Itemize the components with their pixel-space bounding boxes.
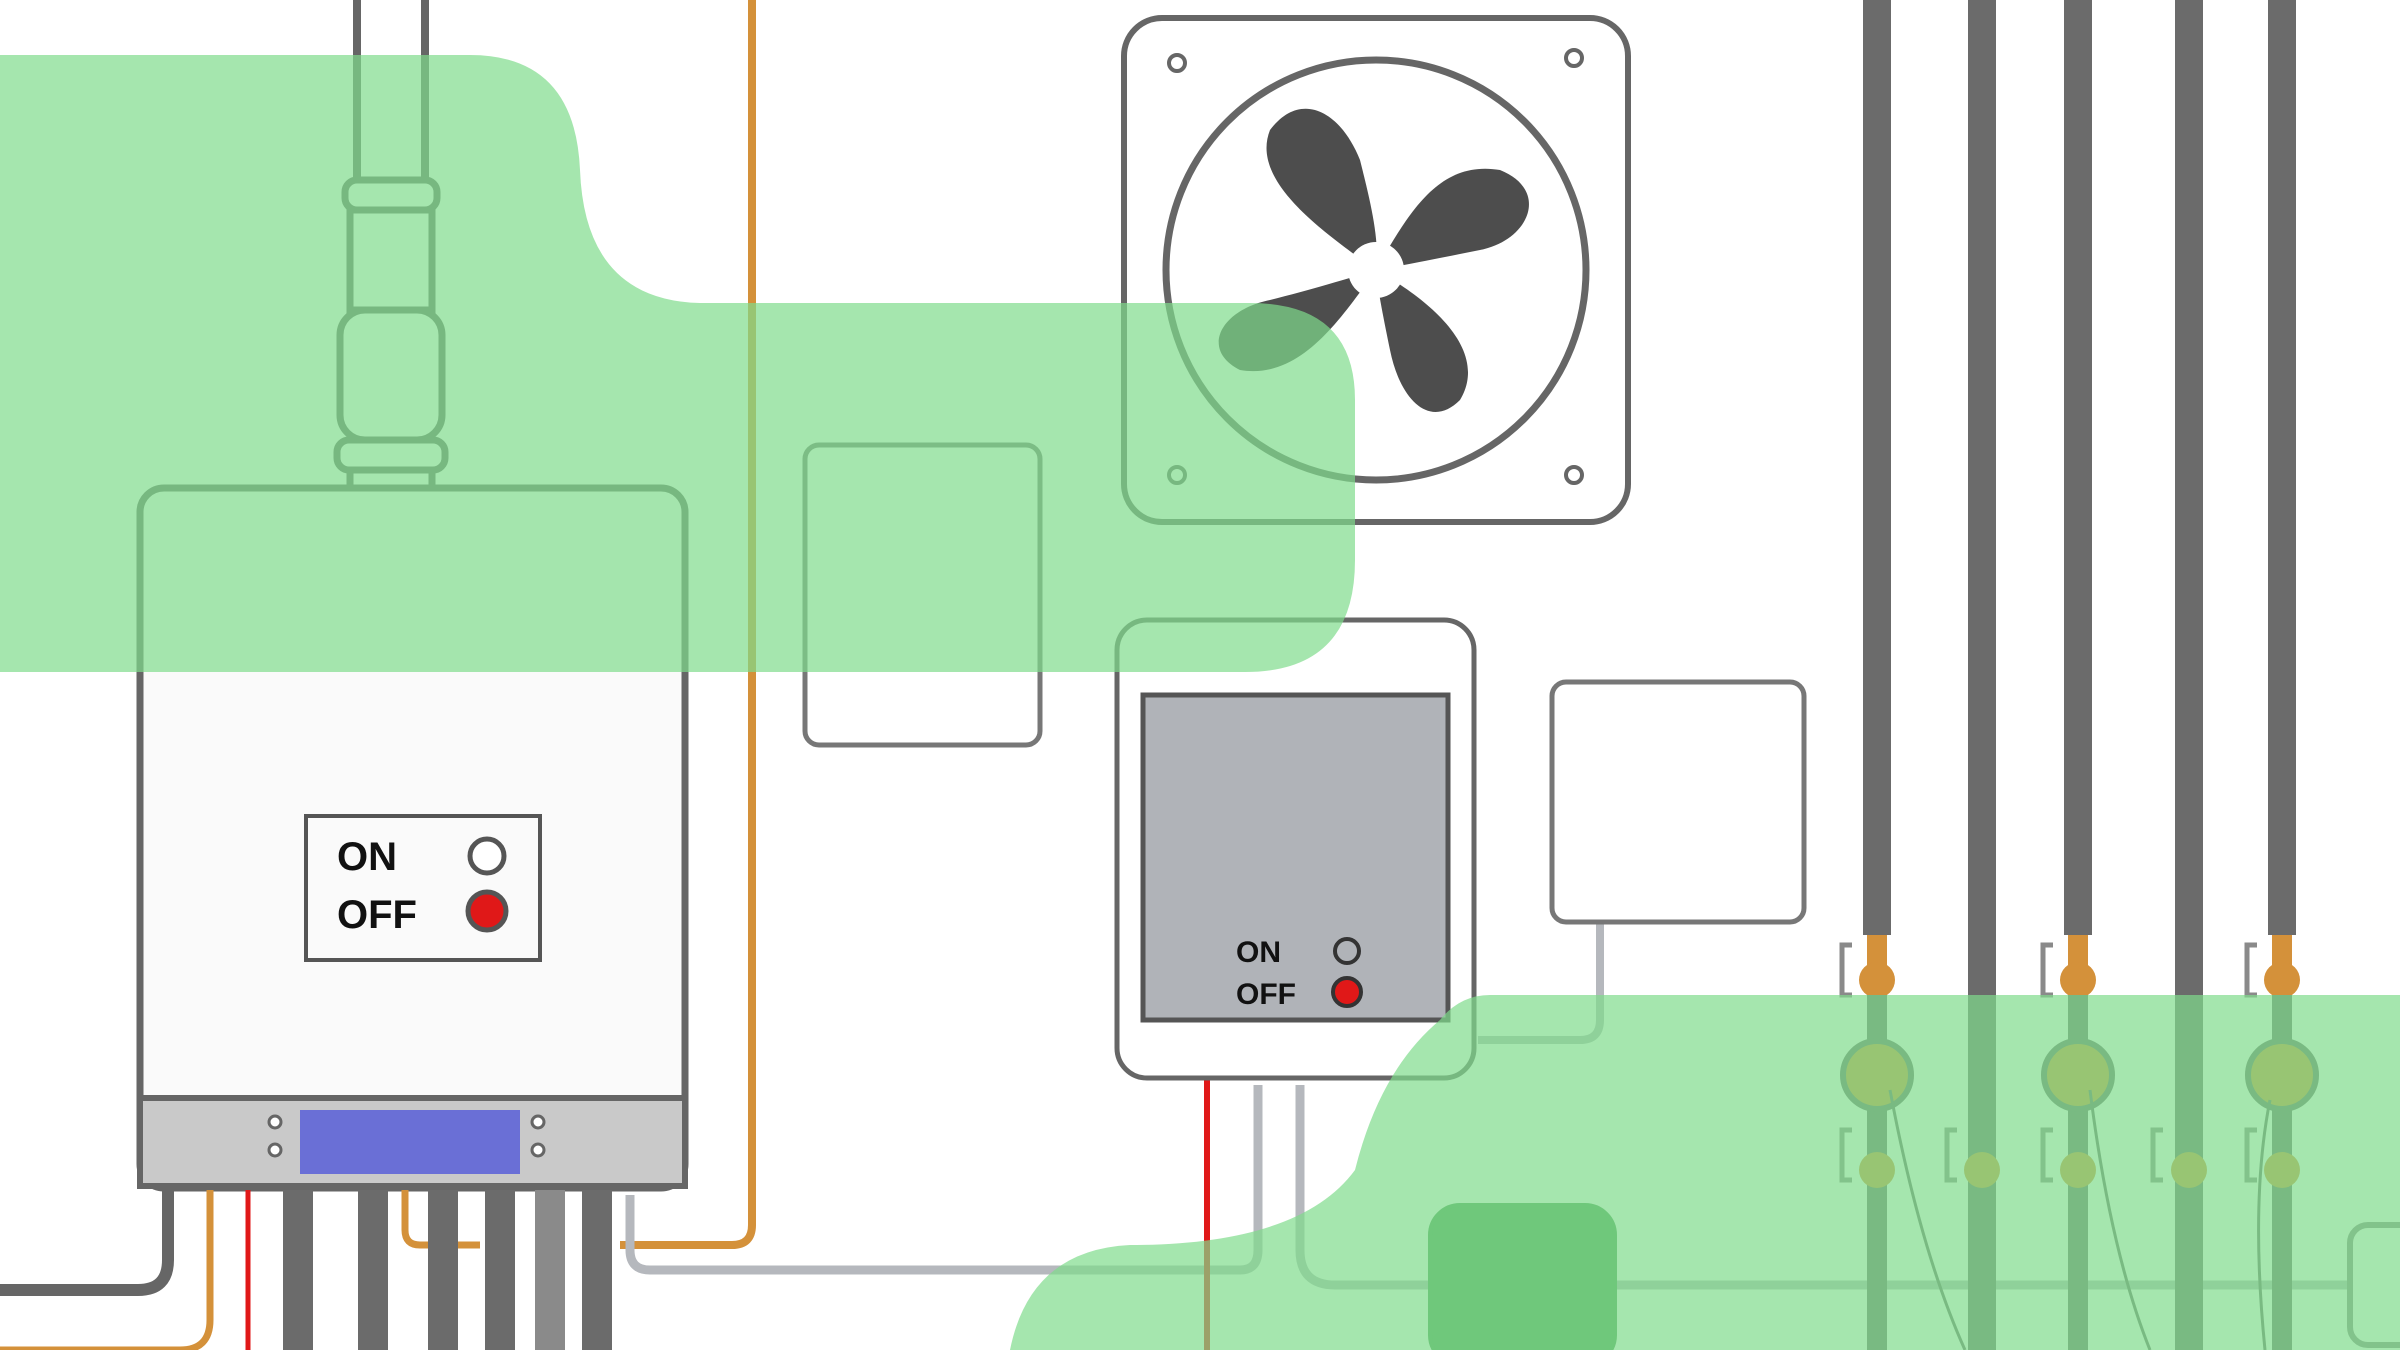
highlight-zone-upper xyxy=(0,55,1355,672)
boiler-switch-panel xyxy=(304,814,542,962)
control-on-indicator[interactable] xyxy=(1333,937,1361,965)
control-box: ON OFF xyxy=(1114,617,1477,1081)
boiler-on-label: ON xyxy=(337,835,397,879)
fan-screw-tr xyxy=(1564,48,1584,68)
control-on-label: ON xyxy=(1236,936,1281,969)
copper-pipe-right xyxy=(620,0,756,1249)
control-off-label: OFF xyxy=(1236,978,1296,1011)
boiler-display xyxy=(300,1110,520,1174)
control-off-indicator[interactable] xyxy=(1331,976,1363,1008)
boiler-outlet-pipes xyxy=(0,1190,612,1350)
boiler-on-indicator[interactable] xyxy=(467,836,507,876)
fan-screw-br xyxy=(1564,465,1584,485)
boiler-off-indicator[interactable] xyxy=(465,889,509,933)
highlight-zone-lower xyxy=(1010,995,2400,1350)
fan-screw-tl xyxy=(1167,53,1187,73)
boiler-display-buttons xyxy=(267,1114,546,1158)
boiler-off-label: OFF xyxy=(337,893,417,937)
control-box-screen xyxy=(1140,692,1451,1023)
junction-box xyxy=(1549,679,1807,925)
